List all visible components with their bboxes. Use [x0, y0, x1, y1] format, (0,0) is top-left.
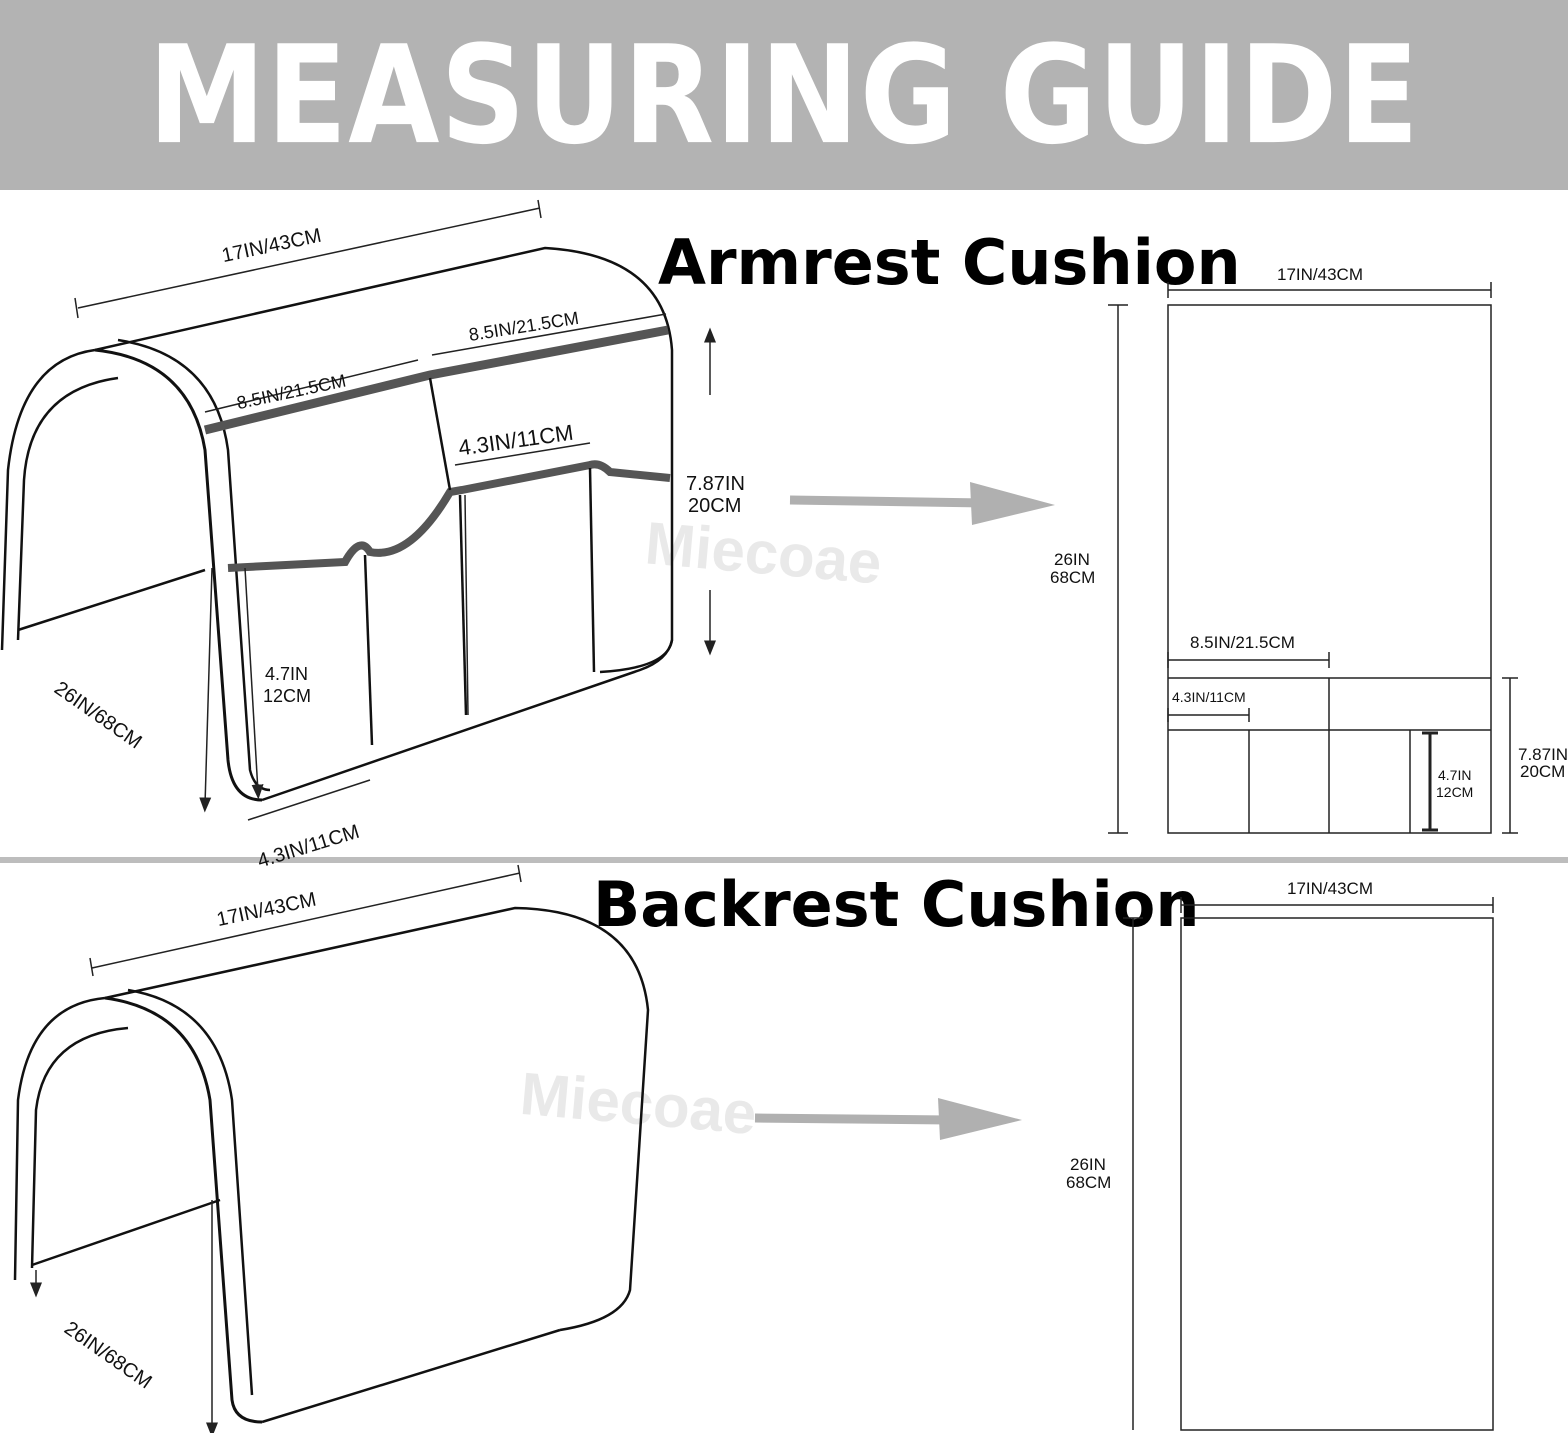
armrest-3d-dimensions — [74, 199, 716, 821]
armrest-flat-width-label: 17IN/43CM — [1277, 265, 1363, 284]
page-title: MEASURING GUIDE — [148, 15, 1420, 175]
backrest-title: Backrest Cushion — [593, 868, 1200, 941]
section-divider — [0, 857, 1568, 863]
backrest-flat-length-in: 26IN — [1070, 1155, 1106, 1174]
backrest-width-label: 17IN/43CM — [215, 889, 319, 932]
header-banner: MEASURING GUIDE — [0, 0, 1568, 190]
armrest-flat-pattern — [1108, 282, 1518, 834]
armrest-3d-drawing — [0, 246, 674, 802]
armrest-pocket-height-cm: 12CM — [263, 686, 311, 706]
backrest-flat-width-label: 17IN/43CM — [1287, 879, 1373, 898]
armrest-flat-pocket-half-label: 8.5IN/21.5CM — [1190, 633, 1295, 652]
watermark-top: Miecoae — [643, 509, 885, 596]
backrest-flat-length-cm: 68CM — [1066, 1173, 1111, 1192]
armrest-width-label: 17IN/43CM — [220, 225, 324, 268]
backrest-3d-drawing — [13, 906, 650, 1424]
armrest-pocket-height-in: 4.7IN — [265, 664, 308, 684]
armrest-flap-height-in: 7.87IN — [686, 473, 745, 495]
armrest-flat-length-cm: 68CM — [1050, 568, 1095, 587]
armrest-flat-pocket-height-in: 4.7IN — [1438, 767, 1471, 783]
armrest-flat-pocket-width-label: 4.3IN/11CM — [1172, 689, 1246, 705]
watermark-bottom: Miecoae — [518, 1060, 760, 1147]
armrest-bottom-pocket-label: 4.3IN/11CM — [255, 821, 362, 873]
armrest-flat-flap-height-in: 7.87IN — [1518, 745, 1568, 764]
armrest-arrow — [789, 482, 1055, 525]
armrest-flat-flap-height-cm: 20CM — [1520, 762, 1565, 781]
armrest-flat-length-in: 26IN — [1054, 550, 1090, 569]
backrest-arrow — [754, 1098, 1022, 1140]
armrest-flap-height-cm: 20CM — [688, 495, 741, 517]
backrest-3d-dimensions — [30, 864, 522, 1433]
armrest-length-label: 26IN/68CM — [50, 677, 145, 753]
backrest-length-label: 26IN/68CM — [60, 1317, 155, 1393]
armrest-flat-pocket-height-cm: 12CM — [1436, 784, 1473, 800]
armrest-title: Armrest Cushion — [658, 226, 1241, 299]
backrest-flat-pattern — [1123, 897, 1494, 1431]
